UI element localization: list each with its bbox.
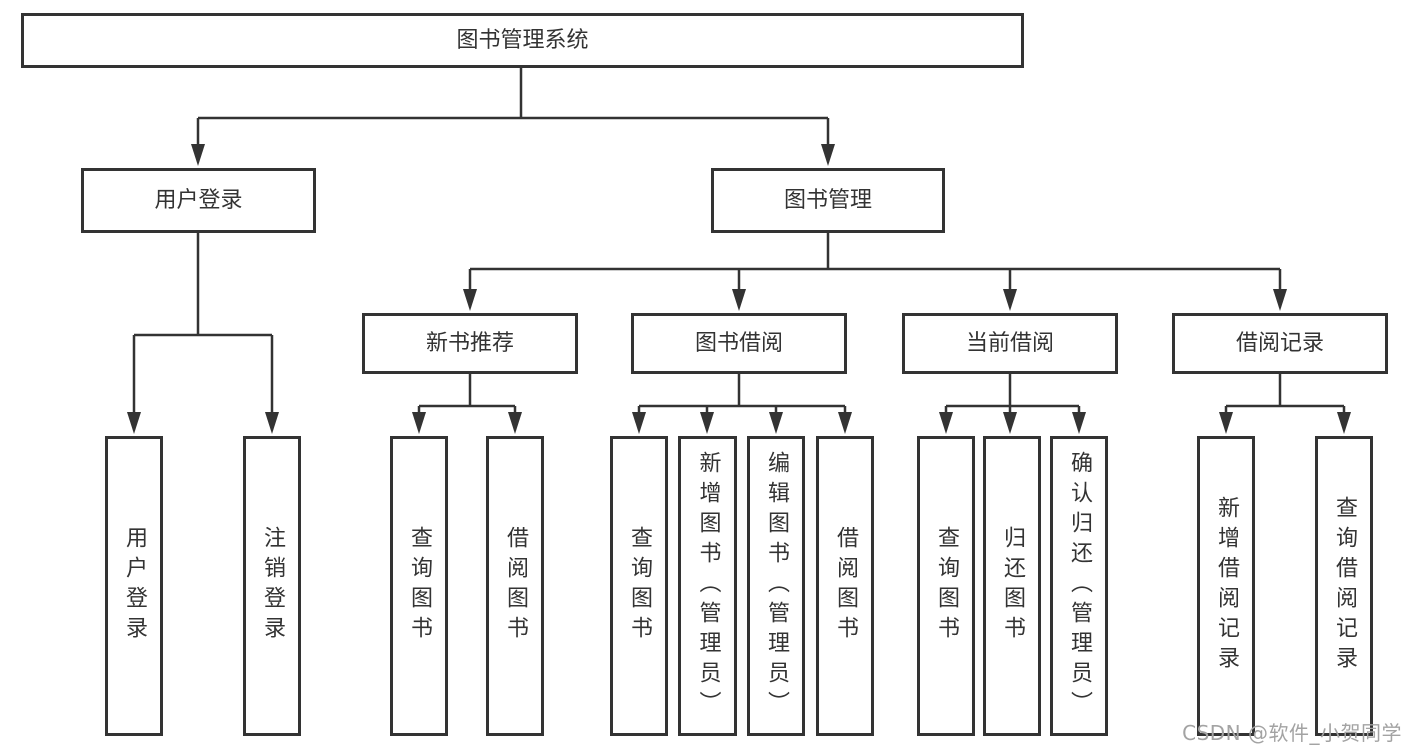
node-book-management-label: 图书管理 bbox=[783, 187, 872, 213]
connector-new-book-children bbox=[412, 374, 522, 434]
leaf-user-login: 用户登录 bbox=[105, 436, 163, 736]
connector-borrow-records-children bbox=[1219, 374, 1351, 434]
leaf-borrow-book-recommend: 借阅图书 bbox=[486, 436, 544, 736]
leaf-add-borrow-record: 新增借阅记录 bbox=[1197, 436, 1255, 736]
leaf-borrow-book-label: 借阅图书 bbox=[833, 526, 858, 646]
node-book-borrow: 图书借阅 bbox=[631, 313, 847, 374]
leaf-query-book-borrow: 查询图书 bbox=[610, 436, 668, 736]
leaf-query-borrow-record: 查询借阅记录 bbox=[1315, 436, 1373, 736]
leaf-query-book-current-label: 查询图书 bbox=[934, 526, 959, 646]
leaf-edit-book-admin-label: 编辑图书（管理员） bbox=[764, 451, 789, 721]
leaf-edit-book-admin: 编辑图书（管理员） bbox=[747, 436, 805, 736]
watermark: CSDN @软件_小贺同学 bbox=[1182, 721, 1402, 745]
node-new-book-recommend-label: 新书推荐 bbox=[425, 330, 514, 356]
connector-book-mgmt-children bbox=[463, 233, 1287, 311]
leaf-add-book-admin-label: 新增图书（管理员） bbox=[695, 451, 721, 721]
leaf-query-book-borrow-label: 查询图书 bbox=[627, 526, 652, 646]
node-current-borrow-label: 当前借阅 bbox=[965, 330, 1054, 356]
node-user-login: 用户登录 bbox=[81, 168, 316, 233]
node-root-label: 图书管理系统 bbox=[456, 27, 589, 53]
node-root: 图书管理系统 bbox=[21, 13, 1024, 68]
leaf-logout: 注销登录 bbox=[243, 436, 301, 736]
leaf-query-borrow-record-label: 查询借阅记录 bbox=[1332, 496, 1357, 676]
leaf-user-login-label: 用户登录 bbox=[122, 526, 147, 646]
connector-current-borrow-children bbox=[939, 374, 1086, 434]
leaf-borrow-book: 借阅图书 bbox=[816, 436, 874, 736]
leaf-borrow-book-recommend-label: 借阅图书 bbox=[503, 526, 528, 646]
connector-user-login-children bbox=[127, 233, 279, 434]
leaf-logout-label: 注销登录 bbox=[260, 526, 285, 646]
node-borrow-records: 借阅记录 bbox=[1172, 313, 1388, 374]
leaf-return-book-label: 归还图书 bbox=[1000, 526, 1025, 646]
node-user-login-label: 用户登录 bbox=[154, 187, 243, 213]
leaf-confirm-return-admin: 确认归还（管理员） bbox=[1050, 436, 1108, 736]
leaf-query-book-recommend-label: 查询图书 bbox=[407, 526, 432, 646]
connector-book-borrow-children bbox=[632, 374, 852, 434]
leaf-add-book-admin: 新增图书（管理员） bbox=[678, 436, 737, 736]
leaf-query-book-recommend: 查询图书 bbox=[390, 436, 448, 736]
node-current-borrow: 当前借阅 bbox=[902, 313, 1118, 374]
leaf-query-book-current: 查询图书 bbox=[917, 436, 975, 736]
node-new-book-recommend: 新书推荐 bbox=[362, 313, 578, 374]
node-book-management: 图书管理 bbox=[711, 168, 945, 233]
leaf-confirm-return-admin-label: 确认归还（管理员） bbox=[1067, 451, 1092, 721]
node-book-borrow-label: 图书借阅 bbox=[694, 330, 783, 356]
connector-root-to-level2 bbox=[191, 68, 835, 166]
leaf-return-book: 归还图书 bbox=[983, 436, 1041, 736]
leaf-add-borrow-record-label: 新增借阅记录 bbox=[1214, 496, 1239, 676]
node-borrow-records-label: 借阅记录 bbox=[1235, 330, 1324, 356]
